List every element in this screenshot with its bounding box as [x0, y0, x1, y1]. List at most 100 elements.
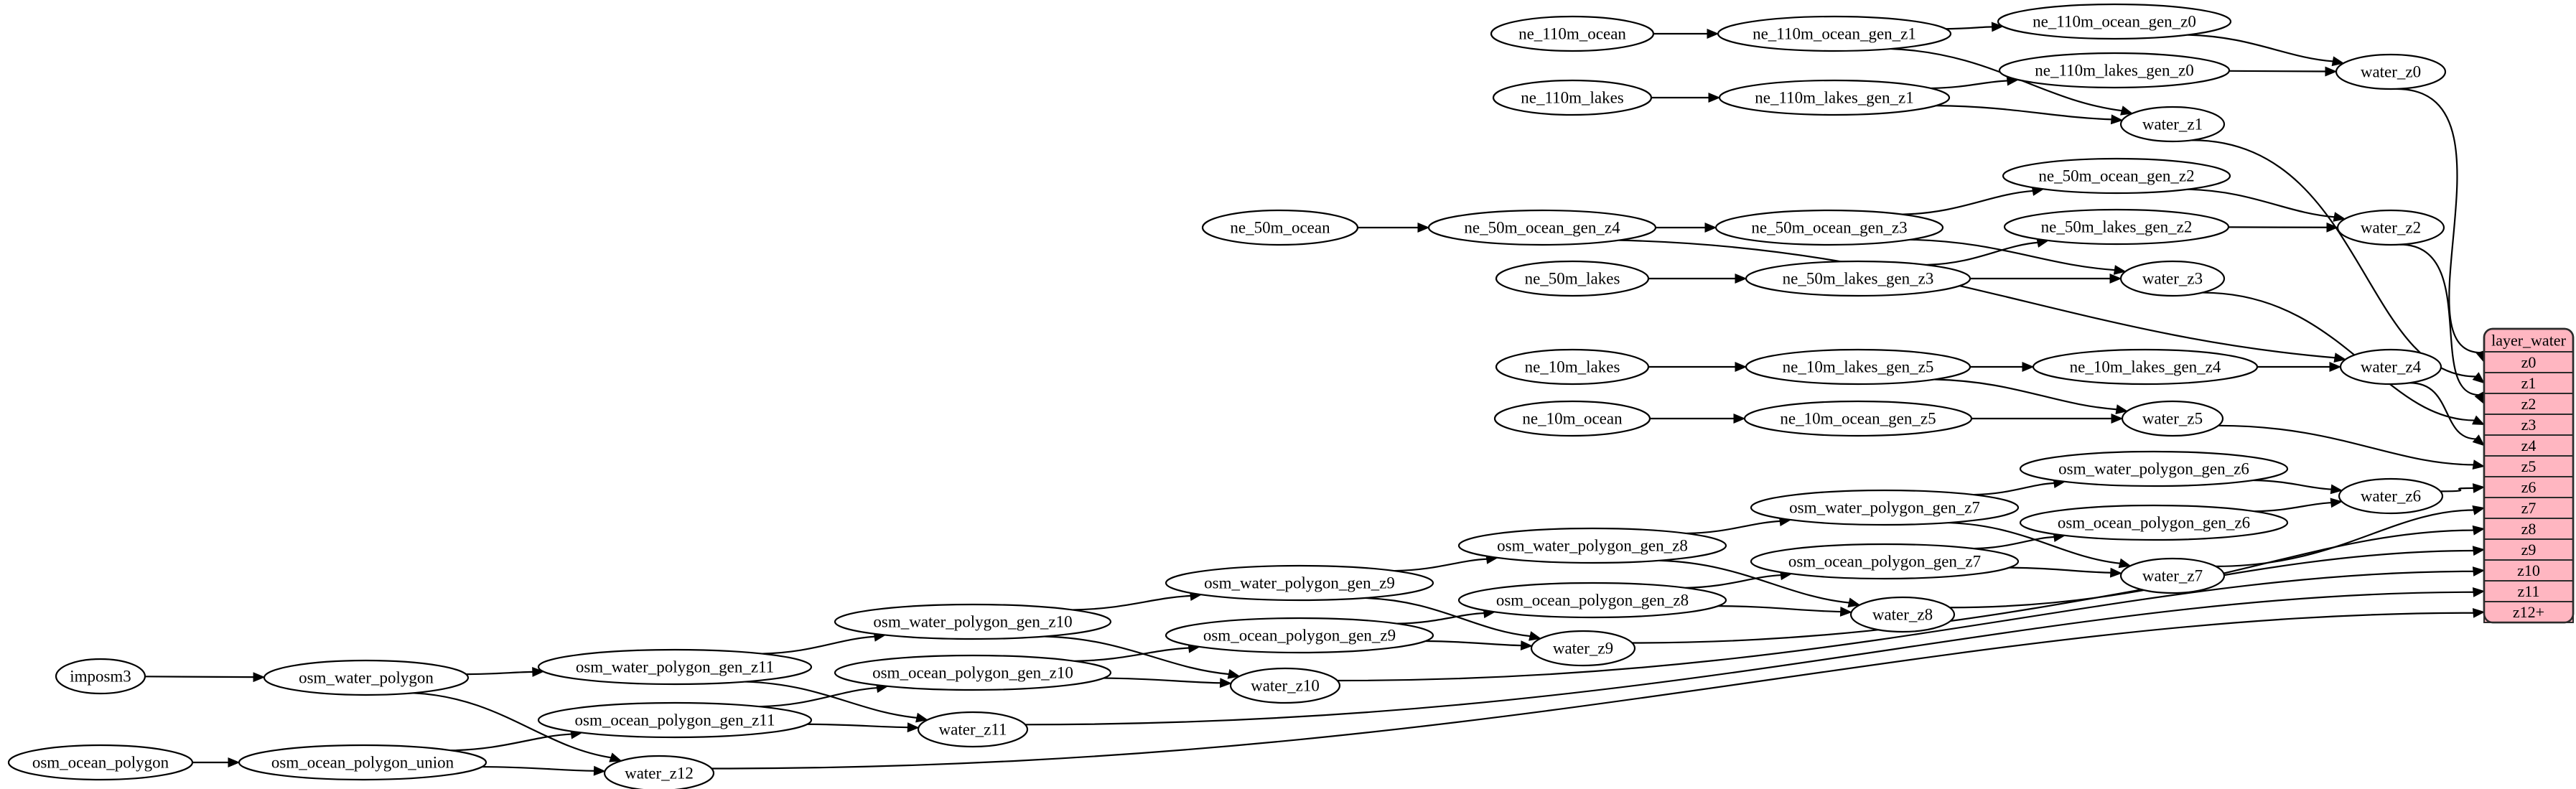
- graph-node-ne_50m_ocean[interactable]: ne_50m_ocean: [1201, 209, 1359, 246]
- graph-node-water_z1[interactable]: water_z1: [2119, 106, 2226, 143]
- graph-node-ne_50m_lakes_gen_z3[interactable]: ne_50m_lakes_gen_z3: [1745, 260, 1971, 297]
- node-ellipse[interactable]: [1750, 543, 2020, 580]
- node-ellipse[interactable]: [2336, 209, 2445, 246]
- graph-node-ne_10m_lakes_gen_z5[interactable]: ne_10m_lakes_gen_z5: [1745, 348, 1971, 386]
- graph-node-ne_10m_ocean_gen_z5[interactable]: ne_10m_ocean_gen_z5: [1743, 400, 1973, 437]
- edge-arrowhead: [2326, 222, 2339, 233]
- node-ellipse[interactable]: [2032, 348, 2259, 386]
- graph-node-ne_50m_ocean_gen_z2[interactable]: ne_50m_ocean_gen_z2: [2002, 157, 2231, 195]
- node-ellipse[interactable]: [2339, 348, 2442, 386]
- graph-node-water_z5[interactable]: water_z5: [2121, 400, 2224, 437]
- graph-node-ne_50m_lakes[interactable]: ne_50m_lakes: [1495, 260, 1650, 297]
- node-ellipse[interactable]: [1490, 15, 1655, 52]
- node-ellipse[interactable]: [1745, 260, 1971, 297]
- node-ellipse[interactable]: [1427, 209, 1657, 246]
- graph-node-ne_10m_lakes_gen_z4[interactable]: ne_10m_lakes_gen_z4: [2032, 348, 2259, 386]
- node-ellipse[interactable]: [2119, 260, 2226, 297]
- node-ellipse[interactable]: [834, 603, 1112, 640]
- graph-node-ne_50m_lakes_gen_z2[interactable]: ne_50m_lakes_gen_z2: [2003, 208, 2230, 246]
- graph-node-osm_water_polygon_gen_z10[interactable]: osm_water_polygon_gen_z10: [834, 603, 1112, 640]
- node-ellipse[interactable]: [603, 755, 715, 789]
- graph-node-osm_water_polygon[interactable]: osm_water_polygon: [263, 659, 470, 696]
- node-ellipse[interactable]: [238, 744, 487, 781]
- node-ellipse[interactable]: [537, 648, 813, 686]
- node-ellipse[interactable]: [1165, 564, 1434, 602]
- graph-node-water_z9[interactable]: water_z9: [1530, 630, 1636, 667]
- graph-node-ne_110m_ocean_gen_z1[interactable]: ne_110m_ocean_gen_z1: [1717, 15, 1952, 52]
- table-row-z10[interactable]: [2483, 559, 2574, 582]
- graph-node-osm_ocean_polygon[interactable]: osm_ocean_polygon: [7, 744, 194, 781]
- graph-node-ne_110m_lakes[interactable]: ne_110m_lakes: [1492, 79, 1653, 116]
- graph-node-water_z2[interactable]: water_z2: [2336, 209, 2445, 246]
- node-ellipse[interactable]: [1495, 260, 1650, 297]
- node-ellipse[interactable]: [1745, 348, 1971, 386]
- graph-node-osm_ocean_polygon_union[interactable]: osm_ocean_polygon_union: [238, 744, 487, 781]
- node-ellipse[interactable]: [2121, 400, 2224, 437]
- graph-node-imposm3[interactable]: imposm3: [55, 658, 146, 695]
- graph-node-water_z10[interactable]: water_z10: [1229, 667, 1341, 704]
- node-ellipse[interactable]: [1849, 596, 1956, 633]
- node-ellipse[interactable]: [1750, 489, 2020, 526]
- layer-water-table[interactable]: layer_waterz0z1z2z3z4z5z6z7z8z9z10z11z12…: [2483, 327, 2575, 624]
- node-ellipse[interactable]: [1201, 209, 1359, 246]
- graph-node-ne_110m_lakes_gen_z1[interactable]: ne_110m_lakes_gen_z1: [1718, 79, 1951, 116]
- graph-node-osm_water_polygon_gen_z11[interactable]: osm_water_polygon_gen_z11: [537, 648, 813, 686]
- graph-node-water_z4[interactable]: water_z4: [2339, 348, 2442, 386]
- graph-node-water_z7[interactable]: water_z7: [2119, 557, 2226, 594]
- node-ellipse[interactable]: [1718, 79, 1951, 116]
- graph-node-ne_110m_ocean[interactable]: ne_110m_ocean: [1490, 15, 1655, 52]
- node-ellipse[interactable]: [2335, 53, 2447, 90]
- node-ellipse[interactable]: [2002, 157, 2231, 195]
- node-ellipse[interactable]: [1457, 582, 1727, 619]
- graph-node-water_z6[interactable]: water_z6: [2338, 477, 2444, 515]
- node-label: osm_ocean_polygon_gen_z11: [575, 711, 775, 729]
- graph-node-osm_ocean_polygon_gen_z7[interactable]: osm_ocean_polygon_gen_z7: [1750, 543, 2020, 580]
- graph-node-water_z11[interactable]: water_z11: [917, 711, 1029, 748]
- node-ellipse[interactable]: [2019, 504, 2289, 541]
- node-ellipse[interactable]: [1717, 15, 1952, 52]
- node-ellipse[interactable]: [1165, 617, 1434, 654]
- node-ellipse[interactable]: [2338, 477, 2444, 515]
- graph-node-water_z3[interactable]: water_z3: [2119, 260, 2226, 297]
- node-ellipse[interactable]: [537, 701, 813, 739]
- node-ellipse[interactable]: [1743, 400, 1973, 437]
- graph-node-ne_10m_ocean[interactable]: ne_10m_ocean: [1493, 400, 1651, 437]
- table-row-z5[interactable]: [2483, 455, 2574, 477]
- node-ellipse[interactable]: [2119, 106, 2226, 143]
- graph-node-osm_ocean_polygon_gen_z10[interactable]: osm_ocean_polygon_gen_z10: [834, 654, 1112, 691]
- node-ellipse[interactable]: [917, 711, 1029, 748]
- node-ellipse[interactable]: [55, 658, 146, 695]
- node-ellipse[interactable]: [1530, 630, 1636, 667]
- graph-node-water_z8[interactable]: water_z8: [1849, 596, 1956, 633]
- node-ellipse[interactable]: [2119, 557, 2226, 594]
- node-ellipse[interactable]: [263, 659, 470, 696]
- graph-node-osm_water_polygon_gen_z6[interactable]: osm_water_polygon_gen_z6: [2019, 450, 2289, 487]
- graph-node-osm_water_polygon_gen_z7[interactable]: osm_water_polygon_gen_z7: [1750, 489, 2020, 526]
- graph-node-osm_ocean_polygon_gen_z11[interactable]: osm_ocean_polygon_gen_z11: [537, 701, 813, 739]
- graph-node-osm_ocean_polygon_gen_z6[interactable]: osm_ocean_polygon_gen_z6: [2019, 504, 2289, 541]
- node-ellipse[interactable]: [1457, 527, 1727, 564]
- node-ellipse[interactable]: [1495, 348, 1650, 386]
- node-ellipse[interactable]: [2019, 450, 2289, 487]
- graph-node-ne_110m_ocean_gen_z0[interactable]: ne_110m_ocean_gen_z0: [1997, 3, 2232, 40]
- graph-node-ne_110m_lakes_gen_z0[interactable]: ne_110m_lakes_gen_z0: [1998, 52, 2231, 89]
- graph-node-osm_ocean_polygon_gen_z9[interactable]: osm_ocean_polygon_gen_z9: [1165, 617, 1434, 654]
- graph-node-water_z0[interactable]: water_z0: [2335, 53, 2447, 90]
- graph-node-ne_50m_ocean_gen_z3[interactable]: ne_50m_ocean_gen_z3: [1714, 209, 1944, 246]
- node-ellipse[interactable]: [1229, 667, 1341, 704]
- node-ellipse[interactable]: [1714, 209, 1944, 246]
- node-ellipse[interactable]: [834, 654, 1112, 691]
- edge-arrowhead: [2472, 607, 2486, 618]
- node-ellipse[interactable]: [7, 744, 194, 781]
- node-ellipse[interactable]: [1998, 52, 2231, 89]
- node-ellipse[interactable]: [1493, 400, 1651, 437]
- graph-node-osm_water_polygon_gen_z8[interactable]: osm_water_polygon_gen_z8: [1457, 527, 1727, 564]
- graph-node-ne_50m_ocean_gen_z4[interactable]: ne_50m_ocean_gen_z4: [1427, 209, 1657, 246]
- node-ellipse[interactable]: [1492, 79, 1653, 116]
- graph-node-osm_ocean_polygon_gen_z8[interactable]: osm_ocean_polygon_gen_z8: [1457, 582, 1727, 619]
- graph-node-water_z12[interactable]: water_z12: [603, 755, 715, 789]
- node-ellipse[interactable]: [1997, 3, 2232, 40]
- graph-node-ne_10m_lakes[interactable]: ne_10m_lakes: [1495, 348, 1650, 386]
- node-ellipse[interactable]: [2003, 208, 2230, 246]
- graph-node-osm_water_polygon_gen_z9[interactable]: osm_water_polygon_gen_z9: [1165, 564, 1434, 602]
